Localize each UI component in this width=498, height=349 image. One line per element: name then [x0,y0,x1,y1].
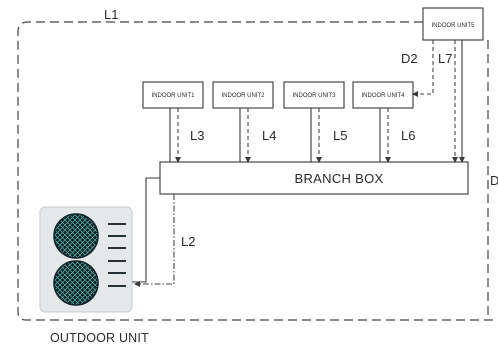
outdoor-to-branch-solid [132,177,160,283]
l1-total-pipe-line [17,21,498,321]
indoor-unit-2-label: INDOOR UNIT2 [221,93,265,99]
label-l5: L5 [333,128,347,143]
label-l6: L6 [401,128,415,143]
d2-pipe-line [412,40,434,97]
l2-pipe-line [134,194,175,287]
indoor-unit-5-label: INDOOR UNIT5 [431,23,475,29]
outdoor-vent-slats [108,223,126,287]
label-l2: L2 [181,234,195,249]
outdoor-fan-bottom [53,260,99,306]
indoor-unit-4 [352,81,414,109]
outdoor-fan-top [53,213,99,259]
indoor-unit-3 [283,81,345,109]
outdoor-unit-label: OUTDOOR UNIT [50,331,149,345]
indoor-unit-1-label: INDOOR UNIT1 [151,93,195,99]
label-l3: L3 [190,128,204,143]
branch-box-label: BRANCH BOX [295,171,384,186]
label-d-partial: D [490,173,498,188]
label-l1: L1 [104,7,118,22]
indoor-unit-1 [142,81,204,109]
indoor-unit-2 [212,81,274,109]
indoor-unit-5 [422,7,484,41]
branch-box [159,161,469,195]
label-d2: D2 [401,51,418,66]
label-l4: L4 [262,128,276,143]
indoor-unit-3-label: INDOOR UNIT3 [292,93,336,99]
label-l7: L7 [438,51,452,66]
indoor-unit-4-label: INDOOR UNIT4 [361,93,405,99]
